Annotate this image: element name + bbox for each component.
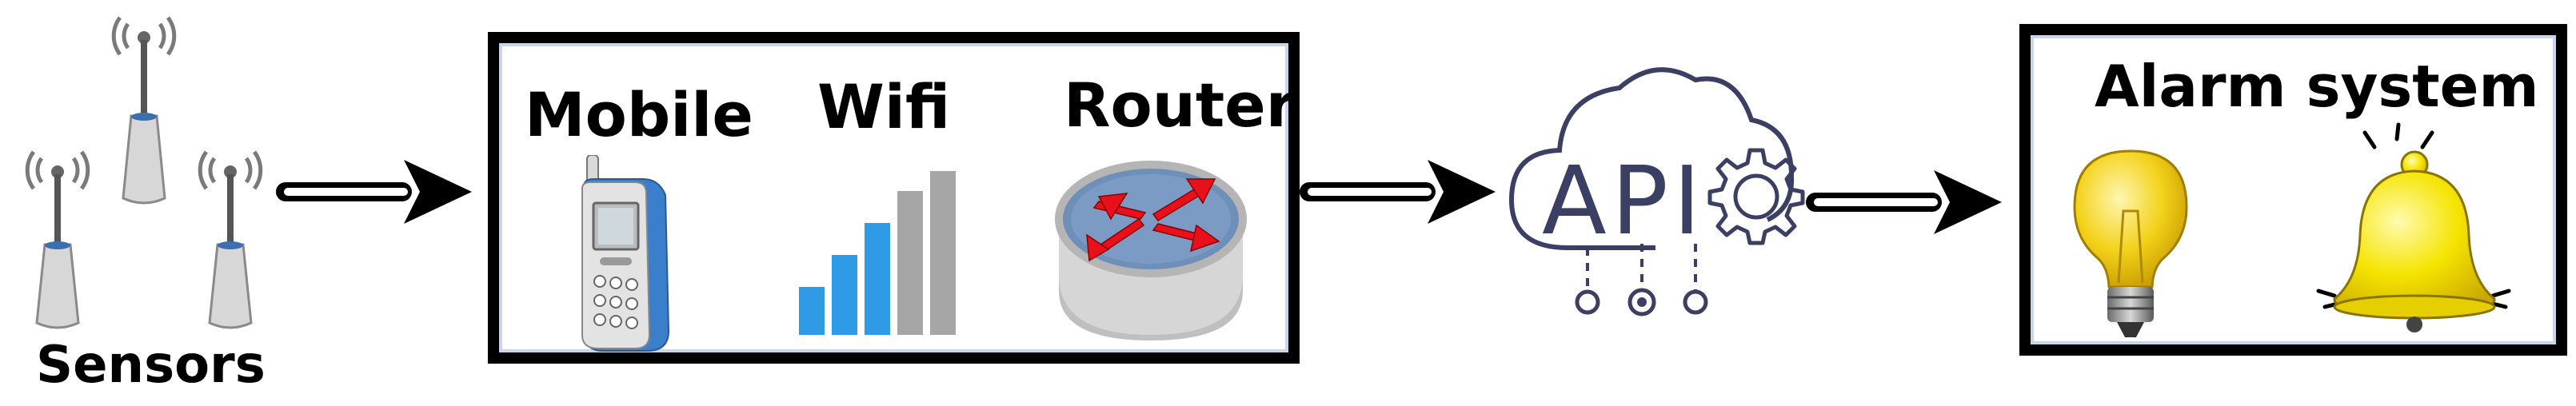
- sensors-group: Sensors: [0, 0, 272, 406]
- api-label: API: [1542, 145, 1706, 256]
- router-icon: [1055, 161, 1247, 340]
- antenna-icon: [25, 150, 90, 329]
- light-bulb-icon: [2073, 149, 2188, 337]
- wifi-bar: [897, 191, 923, 335]
- wifi-bar: [930, 171, 956, 335]
- wifi-bar: [832, 255, 857, 335]
- sensors-label: Sensors: [36, 336, 266, 395]
- antenna-icon: [198, 150, 263, 329]
- alarm-box: Alarm system: [2019, 24, 2567, 356]
- network-box: Mobile Wifi Router: [488, 32, 1300, 364]
- mobile-label: Mobile: [525, 79, 753, 150]
- arrow-right-icon: [276, 160, 472, 224]
- antenna-icon: [111, 16, 177, 205]
- wifi-bar: [865, 223, 890, 335]
- bell-icon: [2316, 122, 2511, 332]
- gear-icon: [1707, 148, 1805, 245]
- wifi-label: Wifi: [817, 71, 951, 142]
- arrow-right-icon: [1806, 170, 2002, 234]
- cloud-api: API: [1496, 48, 1807, 328]
- arrow-right-icon: [1300, 160, 1496, 224]
- wifi-signal-icon: [799, 171, 956, 335]
- mobile-phone-icon: [581, 155, 670, 352]
- cloud-api-icon: [1508, 67, 1795, 316]
- alarm-system-label: Alarm system: [2095, 53, 2539, 120]
- wifi-bar: [799, 287, 825, 335]
- router-label: Router: [1064, 70, 1296, 141]
